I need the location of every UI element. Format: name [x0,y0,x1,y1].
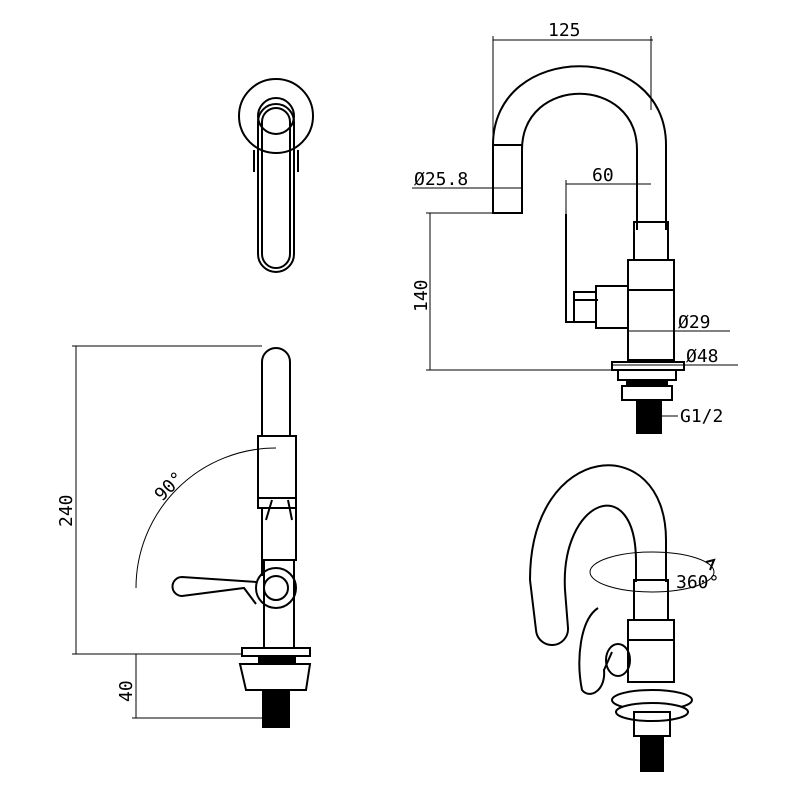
dimension-60-label: 60 [592,165,614,186]
angle-90-label: 90° [151,468,189,506]
dimension-dia-25-8-label: Ø25.8 [414,169,468,190]
dimension-dia-48-label: Ø48 [686,346,719,367]
dimension-40-label: 40 [116,680,137,702]
side-elevation-view: 125 60 Ø25.8 140 Ø29 Ø48 G1/2 [411,20,738,434]
top-view [238,78,314,273]
dimension-dia-29-label: Ø29 [678,312,711,333]
dimension-125-label: 125 [548,20,581,41]
dimension-140-label: 140 [411,279,432,312]
dimension-240-label: 240 [56,494,77,527]
front-elevation-view: 90° 240 40 [56,345,312,728]
rotation-360-label: 360° [676,572,719,593]
isometric-view: 360° [529,464,719,772]
thread-g1-2-label: G1/2 [680,406,723,427]
